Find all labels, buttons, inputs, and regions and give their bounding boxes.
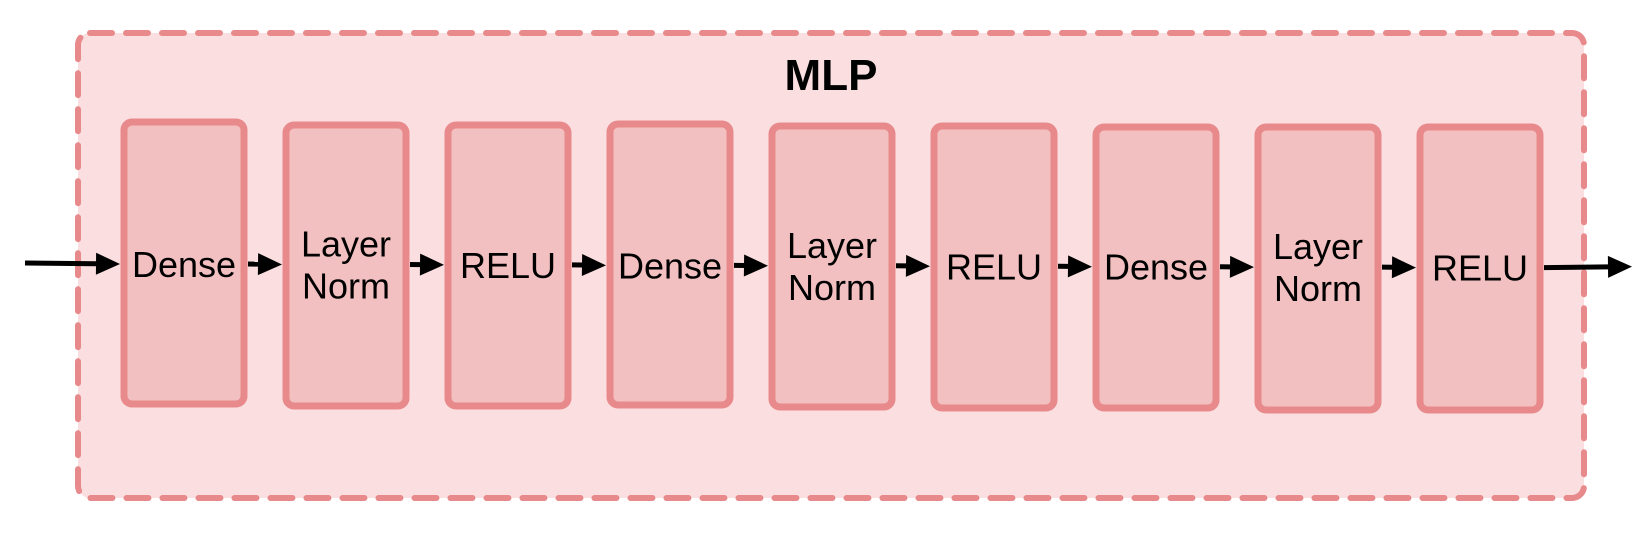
layer-block-label: Dense <box>618 245 722 286</box>
layer-block: Dense <box>120 118 248 408</box>
connector-arrow-head <box>1229 255 1254 278</box>
input-arrow <box>24 252 120 275</box>
connector-arrow <box>1219 255 1254 278</box>
layer-block: RELU <box>444 121 572 410</box>
mlp-title: MLP <box>785 51 878 100</box>
connector-arrow-head <box>581 254 606 277</box>
connector-arrow <box>733 254 768 277</box>
arrows-layer <box>24 252 1632 279</box>
layer-block-label: Norm <box>788 267 876 308</box>
layer-block: Dense <box>606 120 734 409</box>
connector-arrow-head <box>1067 255 1092 278</box>
layer-block-label: RELU <box>1432 248 1528 289</box>
layer-block-label: Norm <box>1274 268 1362 309</box>
layer-block-label: RELU <box>460 245 556 286</box>
layer-block-box <box>606 120 734 409</box>
connector-arrow-head <box>419 253 444 276</box>
layer-block-box <box>1092 123 1220 412</box>
connector-arrow <box>409 253 444 276</box>
layer-block-label: Layer <box>787 225 877 266</box>
layer-block-box <box>1254 123 1382 414</box>
connector-arrow <box>1381 256 1416 279</box>
layer-block-label: Layer <box>301 223 391 264</box>
layer-block-label: Norm <box>302 265 390 306</box>
layer-block-box <box>444 121 572 410</box>
layer-block-box <box>930 122 1058 412</box>
output-arrow-head <box>1607 255 1632 278</box>
layer-block: RELU <box>1416 123 1544 414</box>
connector-arrow-head <box>1391 256 1416 279</box>
connector-arrow <box>571 254 606 277</box>
layer-block-label: RELU <box>946 246 1042 287</box>
input-arrow-head <box>95 252 120 275</box>
output-arrow-shaft <box>1543 264 1609 271</box>
input-arrow-shaft <box>24 260 97 267</box>
layer-block: Dense <box>1092 123 1220 412</box>
connector-arrow <box>895 254 930 277</box>
connector-arrow <box>247 253 282 276</box>
layer-block-label: Dense <box>132 244 236 285</box>
connector-arrow <box>1057 255 1092 278</box>
layer-block-label: Dense <box>1104 247 1208 288</box>
connector-arrow-head <box>905 254 930 277</box>
layer-block-box <box>1416 123 1544 414</box>
layer-block-box <box>120 118 248 408</box>
layer-block: RELU <box>930 122 1058 412</box>
connector-arrow-head <box>257 253 282 276</box>
layer-block-box <box>768 122 896 411</box>
layer-block-box <box>282 121 410 410</box>
layer-block-label: Layer <box>1273 226 1363 267</box>
connector-arrow-head <box>743 254 768 277</box>
output-arrow <box>1543 255 1632 278</box>
